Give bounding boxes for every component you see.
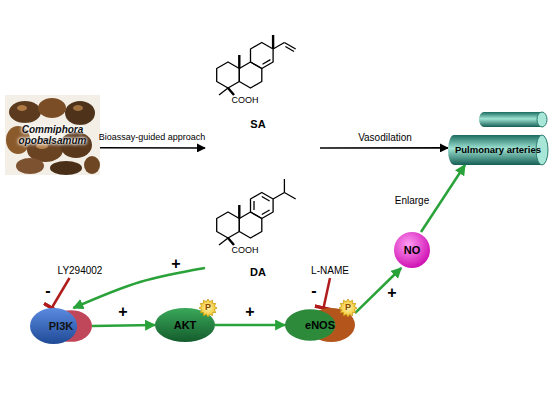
photo-background: [5, 95, 100, 175]
resin-piece: [65, 101, 95, 125]
resin-photo: [5, 95, 100, 175]
ring: [217, 62, 240, 88]
compound-label: SA: [250, 118, 265, 130]
carboxyl-bond: [228, 88, 234, 95]
aromatic-ring: [251, 193, 274, 219]
node-label: eNOS: [305, 319, 335, 331]
activation-arrow: [215, 324, 285, 327]
process-arrow: [100, 147, 205, 149]
resin-piece: [38, 98, 66, 118]
isopropyl-bond: [284, 193, 295, 200]
process-arrow: [320, 147, 448, 149]
resin-highlight: [17, 105, 27, 111]
artery-cylinder: Pulmonary arteries: [448, 135, 548, 165]
edge-label: Enlarge: [395, 195, 429, 206]
double-bond: [263, 60, 271, 65]
burst: [199, 299, 217, 317]
ring: [217, 212, 240, 238]
artery-body: [454, 135, 542, 165]
compound-label: COOH: [232, 96, 259, 106]
inhibitor-label: LY294002: [45, 262, 115, 278]
burst: [339, 299, 357, 317]
double-bond: [262, 210, 270, 215]
kinase-blob: PI3K: [30, 308, 92, 344]
node-label: PI3K: [49, 320, 73, 332]
resin-piece: [16, 158, 44, 174]
sphere: [394, 232, 430, 268]
vinyl-double-bond: [285, 47, 294, 52]
methyl-wedge: [272, 35, 274, 49]
kinase-blob: AKTP: [155, 308, 215, 342]
edge-label: -: [311, 282, 316, 300]
edge-label: +: [387, 284, 396, 302]
compound-label: COOH: [232, 246, 259, 256]
isopropyl-bond: [273, 193, 284, 200]
edge-label: Vasodilation: [358, 132, 412, 143]
methyl-bond: [219, 88, 228, 95]
compound-structure: COOH DA: [205, 158, 320, 283]
double-bond: [253, 201, 254, 210]
vinyl-bond: [273, 43, 284, 50]
lobe: [30, 308, 77, 344]
resin-piece: [50, 161, 82, 175]
node-label: LY294002: [58, 265, 103, 276]
phospho-mark: P: [199, 299, 217, 317]
resin-highlight: [73, 105, 83, 111]
plant-photo: Commiphora opobalsamum: [5, 95, 100, 175]
ring: [251, 43, 274, 69]
node-label: Pulmonary arteries: [455, 145, 541, 155]
da-structure: [217, 179, 296, 245]
sa-structure: [217, 35, 296, 95]
edge-label: Bioassay-guided approach: [99, 132, 206, 142]
isopropyl-bond: [284, 179, 285, 193]
artery-cylinder: [479, 112, 547, 127]
phospho-mark: P: [339, 299, 357, 317]
artery-end: [479, 112, 489, 127]
inhibition-line: [52, 278, 70, 308]
edge-label: +: [171, 255, 180, 273]
methyl-wedge: [238, 55, 240, 69]
molecule-circle: NO: [394, 232, 430, 268]
node-label: Commiphora opobalsamum: [5, 124, 100, 146]
activation-arrow: [355, 268, 401, 313]
node-label: P: [345, 303, 351, 313]
edge-label: -: [45, 282, 50, 300]
activation-arrow: [92, 325, 155, 326]
carboxyl-bond: [228, 238, 234, 245]
methyl-wedge: [238, 205, 240, 219]
inhibitor-label: L-NAME: [300, 262, 360, 278]
node-label: L-NAME: [311, 265, 349, 276]
artery-opening: [537, 112, 547, 127]
compound-label: DA: [250, 266, 266, 278]
edge-label: +: [118, 303, 127, 321]
artery-body: [484, 112, 542, 127]
resin-piece: [84, 156, 100, 174]
resin-piece: [9, 101, 41, 123]
vinyl-bond: [284, 43, 295, 50]
double-bond: [262, 197, 270, 202]
edge-label: +: [245, 303, 254, 321]
enzyme-blob: eNOSP: [285, 308, 355, 342]
methyl-bond: [219, 238, 228, 245]
lobe: [285, 309, 335, 340]
inhibition-line: [324, 278, 331, 308]
node-label: NO: [404, 244, 421, 256]
node-label: AKT: [174, 319, 197, 331]
node-label: P: [205, 303, 211, 313]
compound-structure: COOH SA: [205, 5, 320, 150]
